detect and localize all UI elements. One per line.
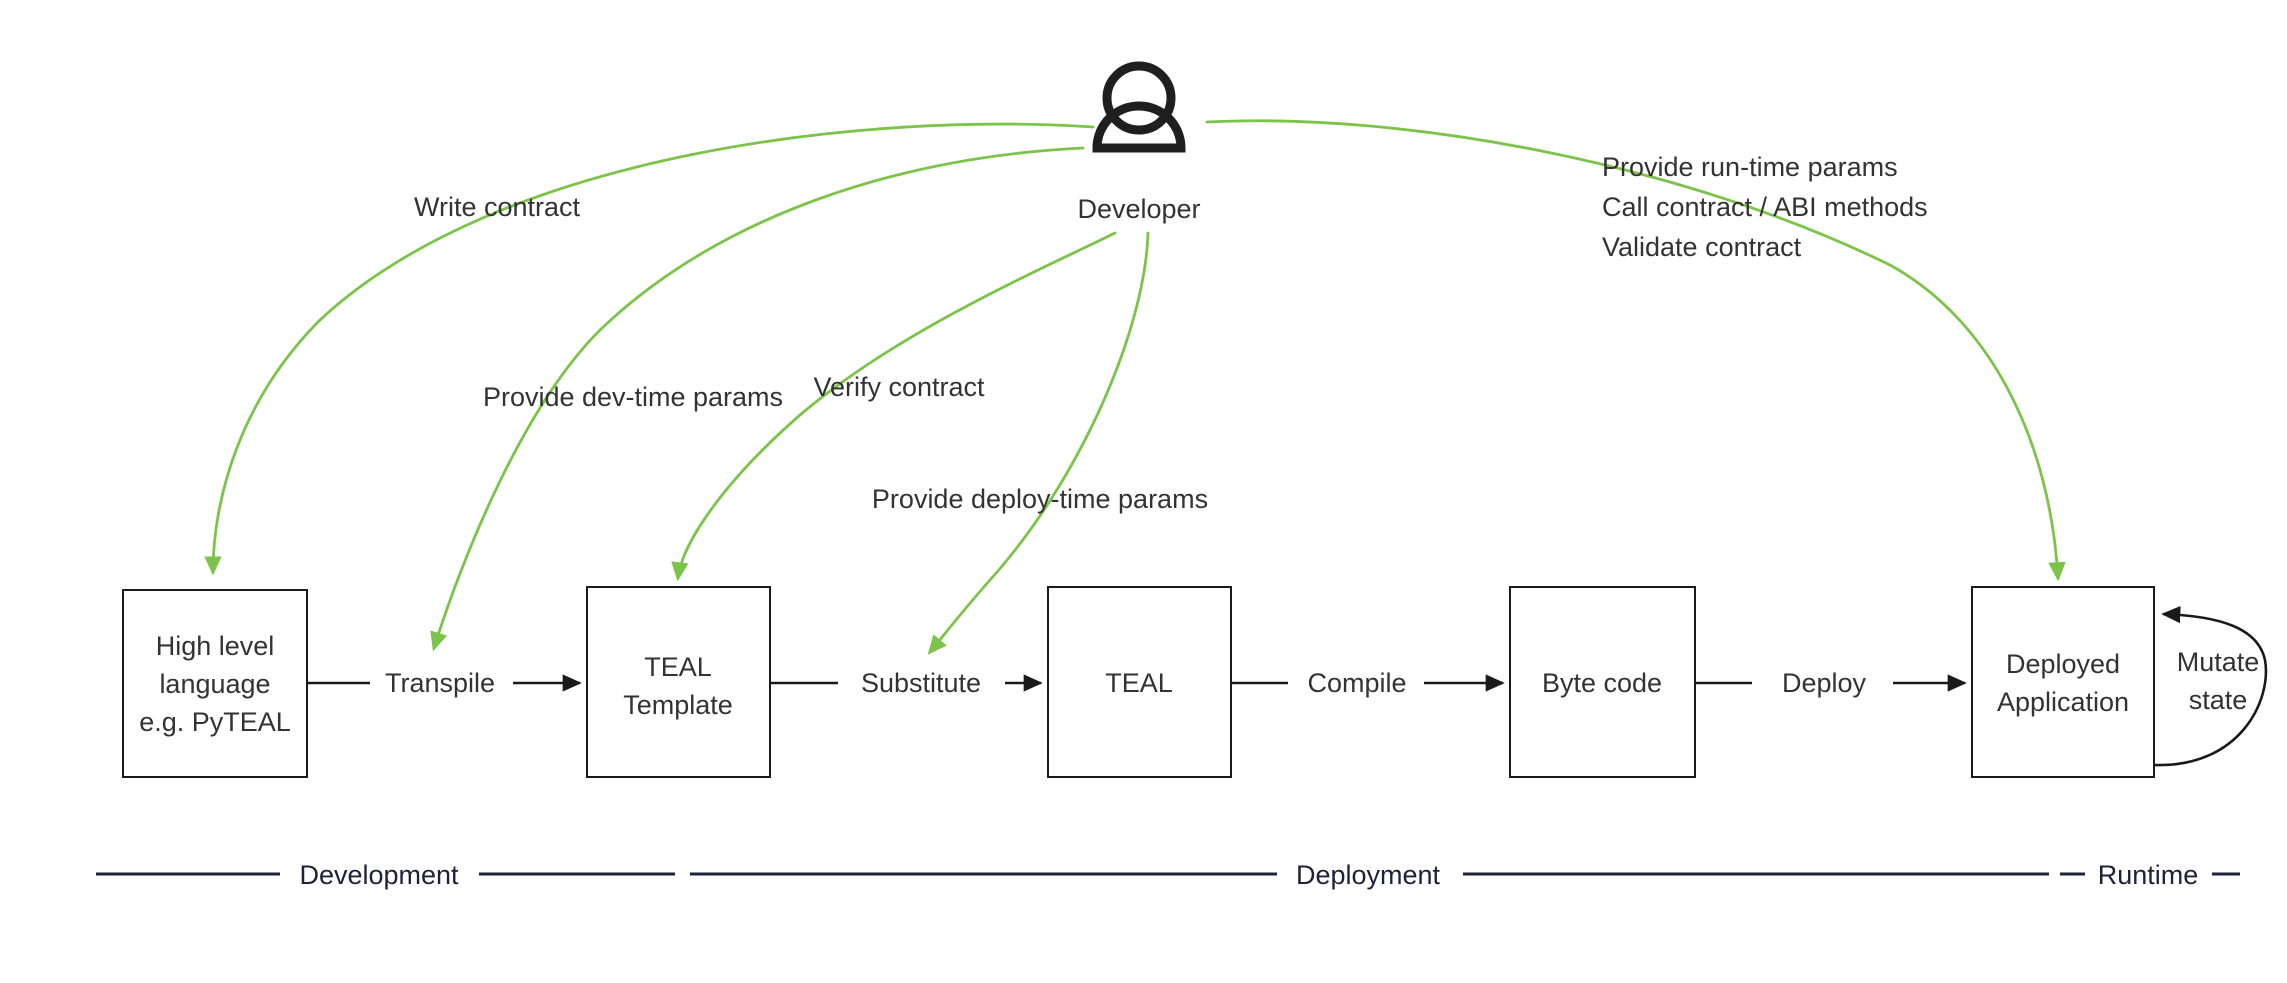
node-box-byte-code[interactable] bbox=[1509, 586, 1696, 778]
node-label-high-level-language-line-2: language bbox=[159, 669, 270, 699]
edge-label-verify-contract: Verify contract bbox=[813, 372, 985, 402]
node-label-teal-template-line-2: Template bbox=[623, 690, 733, 720]
flow-label-compile: Compile bbox=[1307, 668, 1406, 698]
phase-label-development: Development bbox=[299, 860, 459, 890]
runtime-note-line-2: Call contract / ABI methods bbox=[1602, 192, 1928, 222]
flow-compile: Compile bbox=[1232, 668, 1505, 698]
edge-label-provide-dev-time-params: Provide dev-time params bbox=[483, 382, 783, 412]
node-deployed-application[interactable]: Deployed Application bbox=[1971, 586, 2155, 778]
flow-transpile: Transpile bbox=[308, 668, 582, 698]
node-teal-template[interactable]: TEAL Template bbox=[586, 586, 771, 778]
edge-label-provide-deploy-time-params: Provide deploy-time params bbox=[872, 484, 1208, 514]
flow-deploy: Deploy bbox=[1696, 668, 1967, 698]
node-label-high-level-language-line-3: e.g. PyTEAL bbox=[139, 707, 291, 737]
runtime-note-line-1: Provide run-time params bbox=[1602, 152, 1898, 182]
edge-label-write-contract: Write contract bbox=[414, 192, 581, 222]
node-box-deployed-application[interactable] bbox=[1971, 586, 2155, 778]
node-label-byte-code: Byte code bbox=[1542, 668, 1662, 698]
node-box-teal[interactable] bbox=[1047, 586, 1232, 778]
node-box-teal-template[interactable] bbox=[586, 586, 771, 778]
node-byte-code[interactable]: Byte code bbox=[1509, 586, 1696, 778]
node-label-deployed-application-line-2: Application bbox=[1997, 687, 2129, 717]
edge-write-contract bbox=[204, 122, 1095, 576]
actor-label: Developer bbox=[1077, 194, 1200, 224]
phase-runtime: Runtime bbox=[2060, 860, 2240, 890]
person-icon-body bbox=[1092, 101, 1186, 153]
phase-label-deployment: Deployment bbox=[1296, 860, 1441, 890]
actor-developer[interactable]: Developer bbox=[1077, 61, 1201, 224]
self-loop-label-line-2: state bbox=[2189, 685, 2248, 715]
node-label-high-level-language-line-1: High level bbox=[156, 631, 275, 661]
node-box-high-level-language[interactable] bbox=[122, 589, 308, 778]
flow-label-transpile: Transpile bbox=[385, 668, 495, 698]
node-teal[interactable]: TEAL bbox=[1047, 586, 1232, 778]
self-loop-path bbox=[2153, 605, 2268, 767]
flow-substitute: Substitute bbox=[771, 668, 1043, 698]
runtime-note-line-3: Validate contract bbox=[1602, 232, 1802, 262]
flow-label-substitute: Substitute bbox=[861, 668, 981, 698]
self-loop-mutate-state: Mutate state bbox=[2153, 605, 2268, 767]
edge-provide-dev-time-params bbox=[430, 146, 1085, 652]
edge-verify-contract bbox=[671, 231, 1117, 582]
developer-edge-labels: Write contract Provide dev-time params V… bbox=[414, 192, 1208, 514]
edge-runtime-note bbox=[1205, 119, 2066, 582]
edge-provide-deploy-time-params bbox=[927, 231, 1150, 655]
flow-label-deploy: Deploy bbox=[1782, 668, 1867, 698]
phase-development: Development bbox=[96, 860, 675, 890]
node-label-deployed-application-line-1: Deployed bbox=[2006, 649, 2120, 679]
self-loop-label-line-1: Mutate bbox=[2177, 647, 2260, 677]
phase-label-runtime: Runtime bbox=[2098, 860, 2199, 890]
person-icon-head bbox=[1102, 61, 1176, 135]
phase-deployment: Deployment bbox=[690, 860, 2049, 890]
runtime-note: Provide run-time params Call contract / … bbox=[1602, 152, 1928, 262]
node-high-level-language[interactable]: High level language e.g. PyTEAL bbox=[122, 589, 308, 778]
node-label-teal-template-line-1: TEAL bbox=[644, 652, 712, 682]
developer-edges bbox=[204, 119, 2066, 655]
node-label-teal: TEAL bbox=[1105, 668, 1173, 698]
